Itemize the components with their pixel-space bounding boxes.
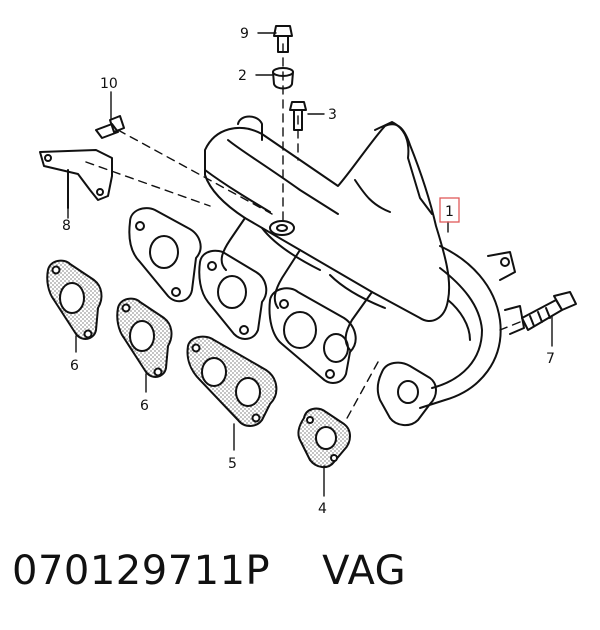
callout-8: 8 [62, 218, 71, 234]
callout-1: 1 [445, 204, 454, 220]
callout-4: 4 [318, 501, 327, 517]
callout-6a: 6 [70, 358, 79, 374]
bracket [39, 149, 113, 209]
bolt-7 [521, 291, 577, 331]
callout-1-highlight [439, 197, 460, 223]
gasket-6a [46, 259, 103, 340]
callout-5: 5 [228, 456, 237, 472]
callout-7: 7 [546, 351, 555, 367]
gasket-4 [297, 407, 351, 468]
callout-10: 10 [100, 76, 118, 92]
callout-9: 9 [240, 26, 249, 42]
assembly-leader-lines [85, 43, 521, 421]
callout-lead-lines [67, 32, 553, 497]
bolt-10 [95, 115, 125, 139]
callout-2: 2 [238, 68, 247, 84]
intake-manifold [128, 115, 525, 426]
callout-6b: 6 [140, 398, 149, 414]
callout-3: 3 [328, 107, 337, 123]
gasket-6b [116, 297, 173, 378]
part-number: 070129711P [12, 548, 271, 594]
exploded-parts-diagram: 1 2 3 4 5 6 6 7 8 9 10 [39, 25, 577, 517]
gasket-5 [186, 335, 278, 427]
part-number-caption: 070129711P VAG [12, 548, 406, 594]
brand-label: VAG [322, 548, 407, 594]
